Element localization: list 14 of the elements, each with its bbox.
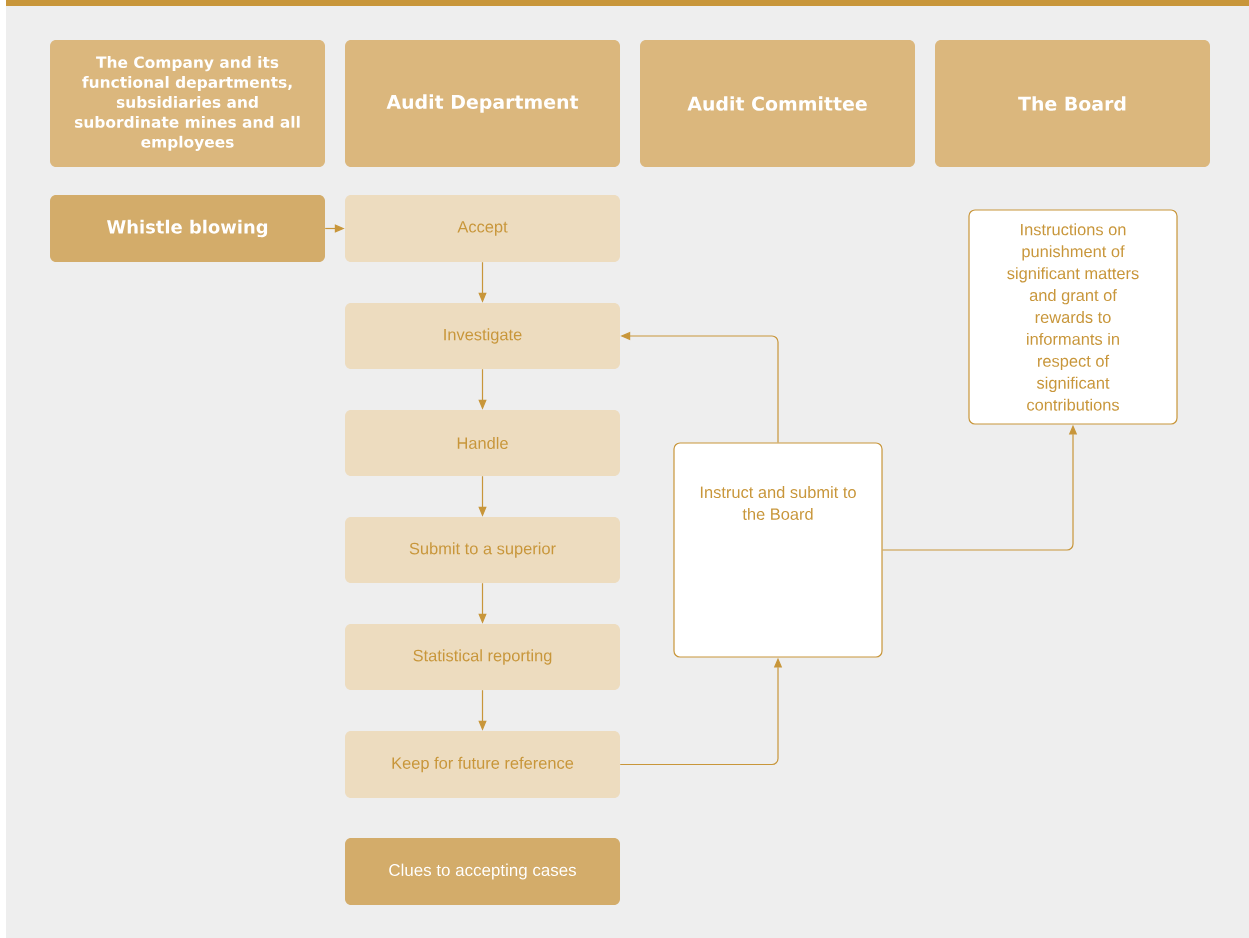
process-box: Clues to accepting cases — [345, 838, 620, 905]
column-header: Audit Department — [345, 40, 620, 167]
column-header: Audit Committee — [640, 40, 915, 167]
process-box: Statistical reporting — [345, 624, 620, 690]
process-box: Instruct and submit to the Board — [673, 442, 883, 658]
process-box: Keep for future reference — [345, 731, 620, 798]
process-box: Handle — [345, 410, 620, 476]
process-box: Accept — [345, 195, 620, 262]
process-box: Investigate — [345, 303, 620, 369]
process-box: Whistle blowing — [50, 195, 325, 262]
process-box: Instructions on punishment of significant matters and grant of rewards to informants in respect of significant contributions — [968, 209, 1178, 425]
process-box: Submit to a superior — [345, 517, 620, 583]
column-header: The Board — [935, 40, 1210, 167]
column-header: The Company and its functional departments, subsidiaries and subordinate mines and all employees — [50, 40, 325, 167]
